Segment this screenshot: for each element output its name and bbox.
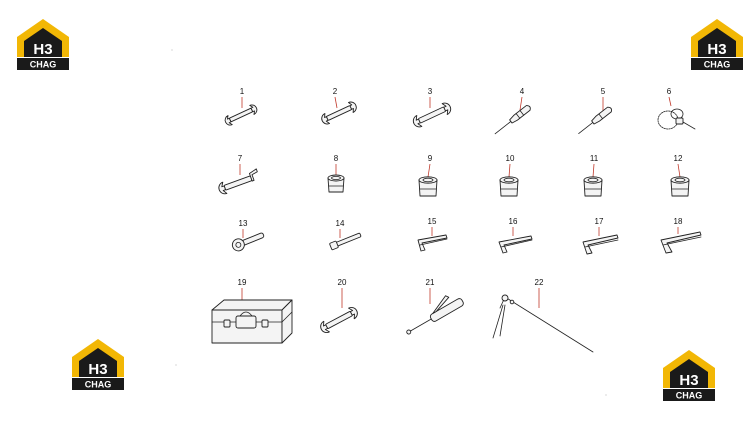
callout-6: 6 <box>667 87 672 96</box>
brand-logo-top-left: H3 CHAG <box>17 19 69 70</box>
callout-7: 7 <box>238 154 243 163</box>
svg-text:H3: H3 <box>88 361 107 378</box>
callout-17: 17 <box>595 217 604 226</box>
callout-13: 13 <box>239 219 248 228</box>
part-6-lanyard-cord <box>657 108 696 130</box>
part-16-hex-key <box>498 235 533 254</box>
svg-text:H3: H3 <box>707 41 726 58</box>
brand-logo-bottom-right: H3 CHAG <box>663 350 715 401</box>
callout-14: 14 <box>336 219 345 228</box>
callout-4: 4 <box>520 87 525 96</box>
part-4-screwdriver <box>494 105 531 135</box>
part-11-socket <box>583 176 603 197</box>
svg-text:CHAG: CHAG <box>30 60 57 70</box>
background-specks <box>171 49 607 396</box>
part-19-tool-box <box>211 299 293 344</box>
leader-lines <box>239 96 681 308</box>
part-12-socket <box>670 176 690 197</box>
callout-21: 21 <box>426 278 435 287</box>
part-20-open-end-wrench <box>320 307 358 333</box>
callout-1: 1 <box>240 87 245 96</box>
part-13-ratchet-handle <box>231 232 265 252</box>
svg-text:CHAG: CHAG <box>85 380 112 390</box>
callout-2: 2 <box>333 87 338 96</box>
part-1-open-end-wrench <box>224 104 258 126</box>
svg-text:H3: H3 <box>33 41 52 58</box>
part-5-screwdriver <box>578 106 612 134</box>
part-14-extension-bar <box>329 232 362 251</box>
part-21-grease-gun <box>406 295 464 335</box>
part-17-hex-key <box>582 234 619 255</box>
svg-text:H3: H3 <box>679 372 698 389</box>
callout-labels: 1 2 3 4 5 6 7 8 9 10 11 12 13 14 15 16 1… <box>238 87 683 287</box>
callout-19: 19 <box>238 278 247 287</box>
svg-text:CHAG: CHAG <box>676 391 703 401</box>
callout-22: 22 <box>535 278 544 287</box>
callout-8: 8 <box>334 154 339 163</box>
callout-15: 15 <box>428 217 437 226</box>
callout-12: 12 <box>674 154 683 163</box>
callout-20: 20 <box>338 278 347 287</box>
part-18-hex-key <box>660 231 702 254</box>
part-7-spanner-wrench <box>218 168 258 195</box>
callout-10: 10 <box>506 154 515 163</box>
callout-5: 5 <box>601 87 606 96</box>
part-15-hex-key <box>417 234 448 252</box>
part-22-tire-iron <box>492 294 594 353</box>
callout-3: 3 <box>428 87 433 96</box>
part-2-open-end-wrench <box>321 101 357 125</box>
brand-logo-top-right: H3 CHAG <box>691 19 743 70</box>
part-8-socket <box>327 174 345 193</box>
brand-logo-bottom-left: H3 CHAG <box>72 339 124 390</box>
part-3-open-end-wrench <box>412 102 452 128</box>
callout-9: 9 <box>428 154 433 163</box>
callout-18: 18 <box>674 217 683 226</box>
svg-text:CHAG: CHAG <box>704 60 731 70</box>
callout-11: 11 <box>590 154 599 163</box>
callout-16: 16 <box>509 217 518 226</box>
part-10-socket <box>499 176 519 197</box>
part-9-socket <box>418 176 438 197</box>
